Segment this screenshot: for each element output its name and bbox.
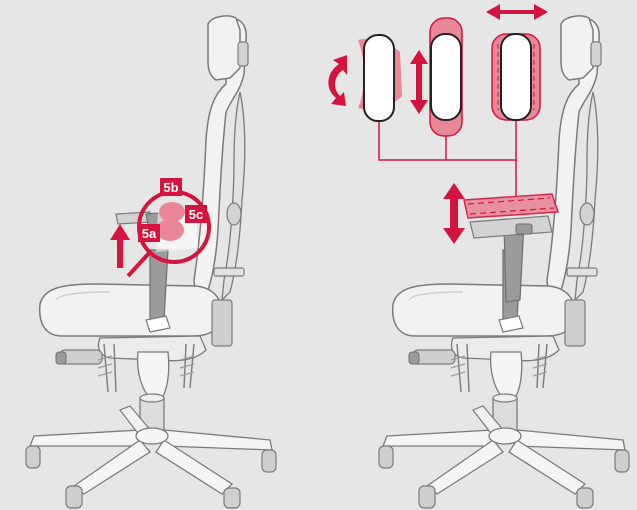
svg-text:5c: 5c — [189, 207, 203, 222]
armpad-height-highlight — [464, 194, 558, 218]
label-5a: 5a — [138, 224, 160, 242]
armpad-side-to-side-view — [492, 34, 540, 120]
armpad-forward-back-view — [430, 18, 462, 136]
vertical-height-arrow-icon — [443, 183, 465, 244]
label-5c: 5c — [185, 205, 207, 223]
armpad-rotation-view — [358, 35, 402, 121]
svg-text:5b: 5b — [163, 180, 178, 195]
svg-text:5a: 5a — [142, 226, 157, 241]
label-5b: 5b — [160, 178, 182, 196]
vertical-double-arrow-icon — [410, 50, 428, 114]
left-chair — [26, 16, 276, 508]
arrow-up-icon — [110, 224, 130, 268]
rotate-arrow-icon — [328, 55, 347, 106]
horizontal-double-arrow-icon — [486, 4, 548, 20]
